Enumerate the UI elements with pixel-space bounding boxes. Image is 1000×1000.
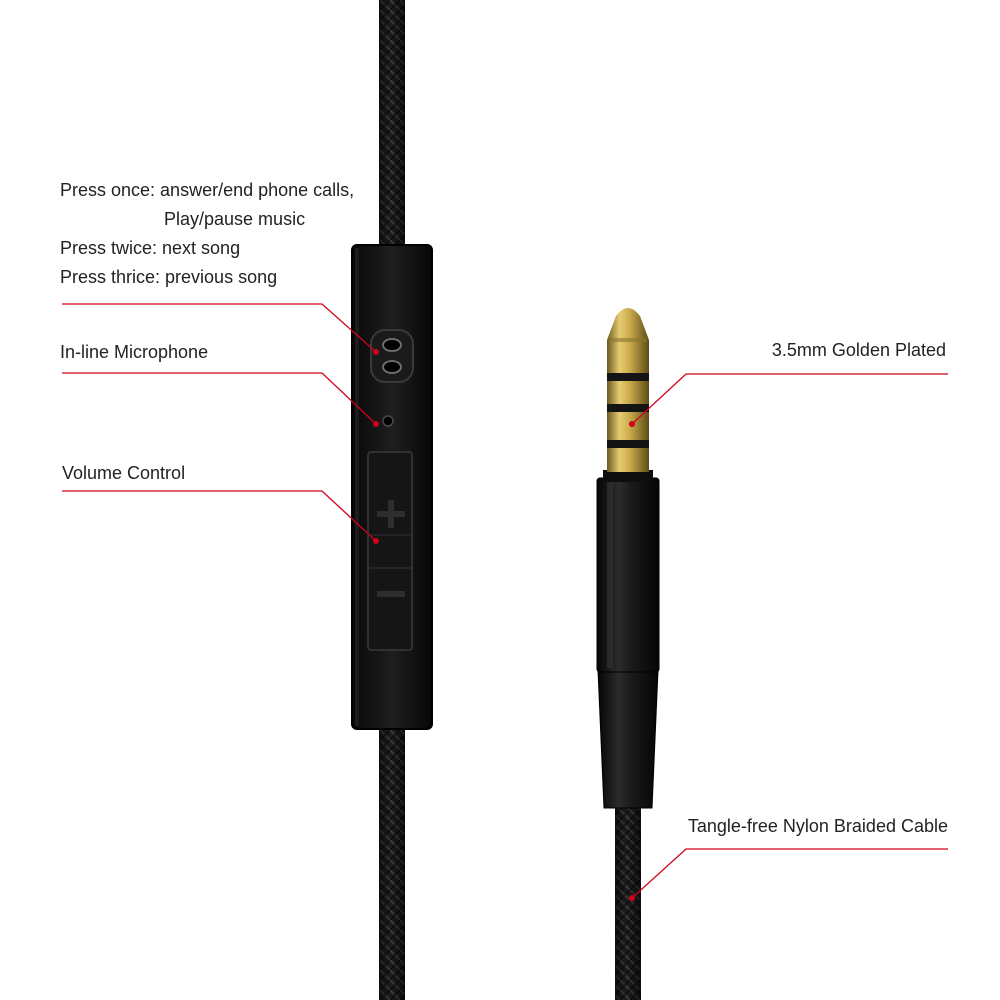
leader-line-microphone (62, 372, 377, 425)
jack-label: 3.5mm Golden Plated (771, 340, 946, 360)
left-cable (379, 0, 405, 1000)
two-dot-button-icon[interactable] (370, 329, 414, 383)
leader-line-volume (62, 490, 377, 542)
leader-lines (62, 303, 948, 899)
button-function-line-1: Press once: answer/end phone calls, (60, 180, 355, 200)
button-function-line-2: Play/pause music (164, 209, 306, 229)
plus-icon[interactable] (377, 500, 405, 528)
inline-remote (351, 244, 433, 730)
cable-label: Tangle-free Nylon Braided Cable (687, 816, 948, 836)
leader-line-button (62, 303, 377, 353)
leader-line-cable (631, 848, 948, 899)
audio-jack (596, 308, 660, 1000)
leader-line-jack (631, 373, 948, 425)
microphone-hole-icon (382, 415, 394, 427)
button-function-line-4: Press thrice: previous song (60, 267, 278, 287)
volume-rocker[interactable] (367, 451, 413, 651)
leader-dots (373, 349, 635, 901)
microphone-label: In-line Microphone (60, 342, 209, 362)
minus-icon[interactable] (377, 591, 405, 597)
button-function-line-3: Press twice: next song (60, 238, 241, 258)
volume-control-label: Volume Control (62, 463, 186, 483)
